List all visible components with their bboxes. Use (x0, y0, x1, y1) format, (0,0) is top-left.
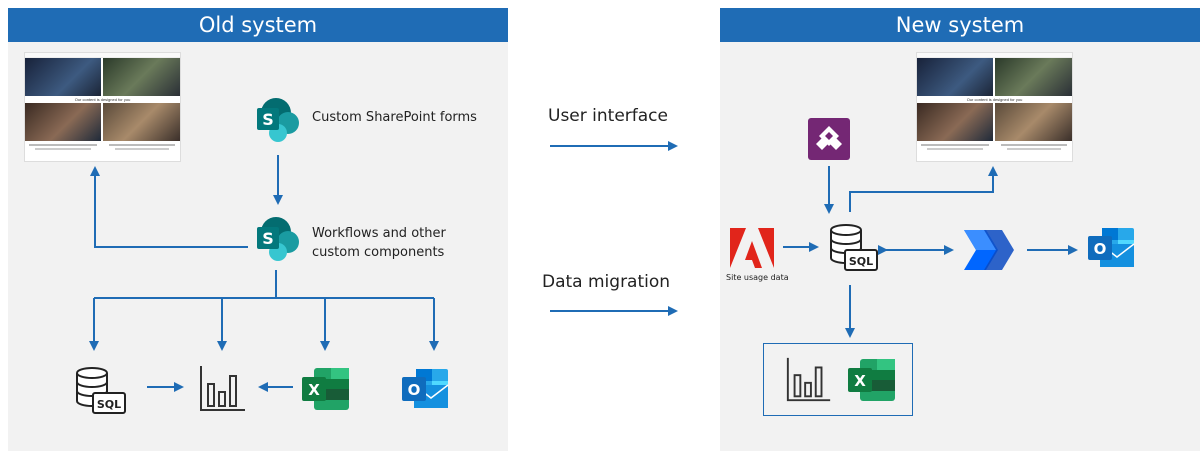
thumbnail-caption: Our content is designed for you (74, 97, 131, 102)
sql-text: SQL (849, 255, 873, 268)
sql-database-icon: SQL (830, 224, 878, 271)
workflows-label: Workflows and other custom components (312, 224, 446, 262)
new-system-header: New system (720, 8, 1200, 42)
sql-text: SQL (97, 398, 121, 411)
outlook-icon: O (402, 369, 449, 408)
custom-sharepoint-forms-label: Custom SharePoint forms (312, 110, 477, 125)
old-system-header: Old system (8, 8, 508, 42)
sharepoint-icon: S (257, 98, 299, 142)
power-automate-icon (964, 230, 1014, 270)
reporting-box: X (763, 343, 913, 416)
bar-chart-icon (200, 366, 245, 411)
site-usage-data-label: Site usage data (726, 273, 789, 282)
workflows-label-line1: Workflows and other (312, 226, 446, 241)
data-migration-label: Data migration (542, 272, 671, 292)
thumbnail-caption: Our content is designed for you (966, 97, 1023, 102)
outlook-letter: O (1094, 240, 1107, 258)
sharepoint-letter: S (262, 229, 274, 248)
excel-letter: X (854, 372, 866, 390)
outlook-letter: O (408, 381, 421, 399)
sql-database-icon: SQL (76, 367, 126, 414)
excel-letter: X (308, 381, 320, 399)
sharepoint-icon: S (257, 217, 299, 261)
arrow-workflows-to-ui (90, 166, 248, 248)
sharepoint-letter: S (262, 110, 274, 129)
outlook-icon: O (1088, 228, 1135, 267)
workflows-label-line2: custom components (312, 245, 445, 260)
user-interface-label: User interface (548, 106, 668, 126)
old-web-page-thumbnail: Our content is designed for you (24, 52, 181, 162)
arrow-sql-to-ui (849, 166, 998, 212)
bar-chart-icon (786, 357, 831, 402)
power-apps-icon (808, 118, 850, 160)
excel-icon: X (848, 359, 895, 401)
excel-icon: X (302, 368, 349, 410)
adobe-icon (730, 228, 774, 268)
new-web-page-thumbnail: Our content is designed for you (916, 52, 1073, 162)
